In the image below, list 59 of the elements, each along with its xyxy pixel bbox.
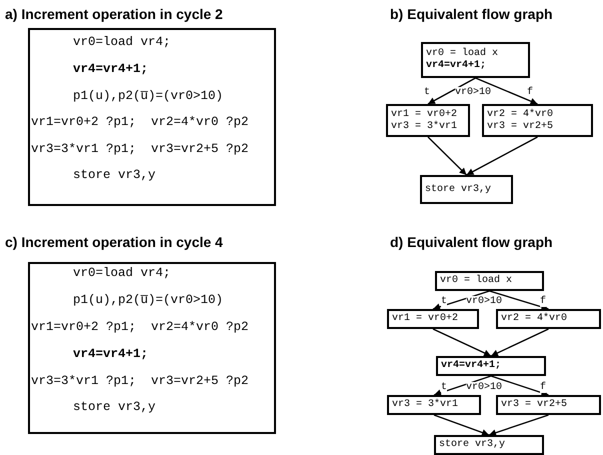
code-line: vr1=vr0+2 ?p1; vr2=4*vr0 ?p2 — [31, 114, 249, 130]
code-line: vr0 = load x — [440, 275, 512, 286]
code-box — [28, 28, 276, 206]
arrow — [489, 290, 549, 310]
code-line: vr0=load vr4; — [73, 265, 171, 281]
code-box — [28, 262, 276, 434]
code-line: vr4=vr4+1; — [426, 60, 486, 71]
code-line: vr3 = 3*vr1 — [392, 399, 458, 410]
process-box — [482, 104, 593, 137]
code-line: vr4=vr4+1; — [73, 346, 148, 362]
process-box — [387, 309, 479, 329]
code-line: store vr3,y — [425, 184, 492, 194]
process-box — [436, 356, 546, 376]
arrow — [490, 328, 549, 357]
panel-title: b) Equivalent flow graph — [390, 6, 553, 22]
process-box — [496, 309, 601, 329]
arrow — [490, 375, 549, 396]
edge-label: f — [540, 382, 546, 393]
code-line: vr1 = vr0+2 — [392, 313, 458, 324]
edge-label: f — [540, 296, 546, 307]
code-line: p1(u),p2(u̅)=(vr0>10) — [73, 292, 224, 308]
code-line: vr3 = vr2+5 — [487, 120, 554, 132]
arrow — [432, 290, 490, 310]
code-line: vr3 = 3*vr1 — [391, 120, 458, 132]
edge-label: t — [441, 296, 448, 307]
process-box — [421, 42, 530, 78]
process-box — [420, 175, 513, 204]
arrow — [466, 136, 538, 176]
code-line: vr0=load vr4; — [73, 34, 171, 50]
code-line: vr3 = vr2+5 — [501, 399, 568, 410]
panel-title: a) Increment operation in cycle 2 — [5, 6, 223, 22]
arrow — [428, 77, 476, 105]
arrow — [432, 328, 492, 357]
process-box — [496, 395, 601, 415]
arrow — [434, 414, 490, 436]
code-line: vr1 = vr0+2 — [391, 108, 458, 120]
code-line: vr3=3*vr1 ?p1; vr3=vr2+5 ?p2 — [31, 141, 249, 157]
code-line: store vr3,y — [73, 167, 156, 183]
code-line: vr2 = 4*vr0 — [501, 313, 568, 324]
process-box — [435, 271, 544, 291]
process-box — [387, 395, 481, 415]
code-line: vr0 = load x — [426, 48, 498, 59]
code-line: vr3=3*vr1 ?p1; vr3=vr2+5 ?p2 — [31, 373, 249, 389]
arrow — [475, 77, 538, 105]
arrow — [434, 375, 492, 396]
code-line: vr1=vr0+2 ?p1; vr2=4*vr0 ?p2 — [31, 319, 249, 335]
process-box — [434, 435, 544, 455]
code-line: vr4=vr4+1; — [441, 360, 502, 371]
code-line: store vr3,y — [439, 439, 506, 450]
code-line: vr2 = 4*vr0 — [487, 108, 554, 120]
arrow — [428, 136, 467, 176]
arrow — [488, 414, 549, 436]
process-box — [386, 104, 470, 137]
edge-label: t — [441, 382, 448, 393]
code-line: vr4=vr4+1; — [73, 61, 148, 77]
code-line: store vr3,y — [73, 399, 156, 415]
code-line: p1(u),p2(u̅)=(vr0>10) — [73, 88, 224, 104]
panel-title: c) Increment operation in cycle 4 — [5, 234, 223, 250]
panel-title: d) Equivalent flow graph — [390, 234, 553, 250]
